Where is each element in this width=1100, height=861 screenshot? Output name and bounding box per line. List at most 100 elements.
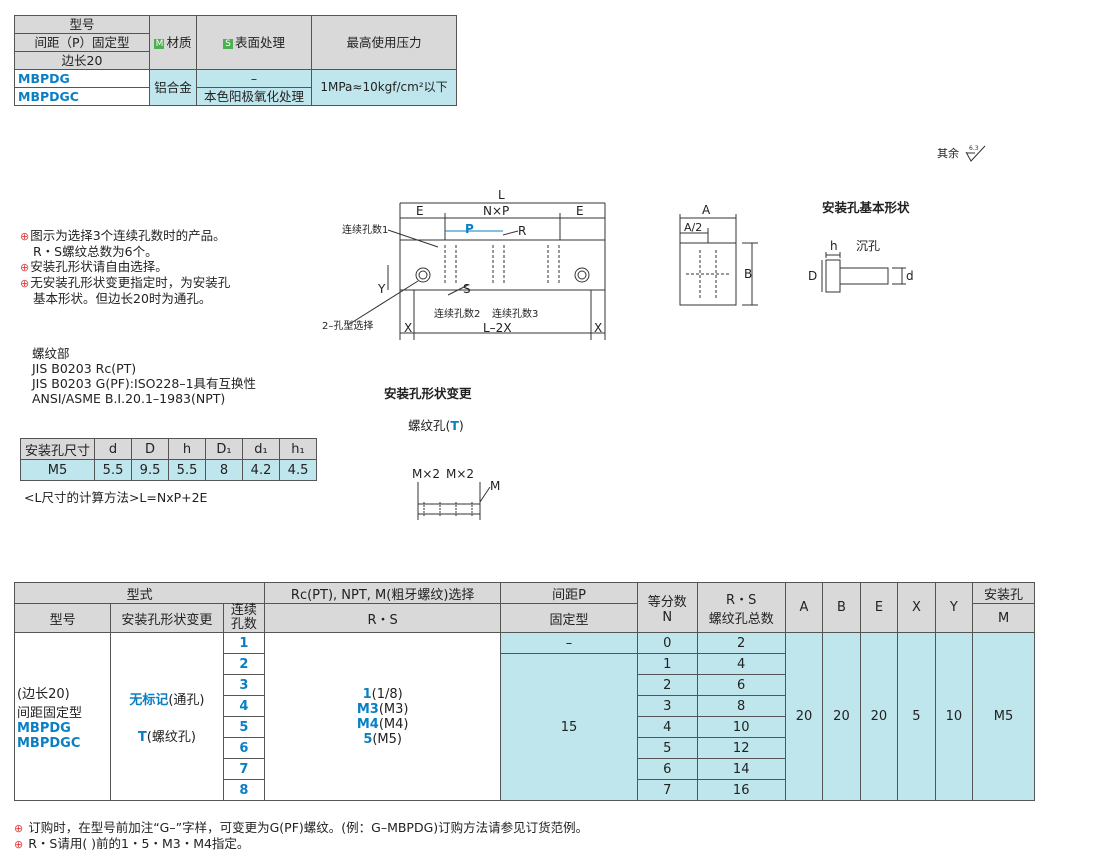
rs-text: (M5) bbox=[372, 731, 402, 747]
surface-roughness: 其余 6.3 bbox=[937, 144, 989, 164]
header-side20: 边长20 bbox=[14, 51, 150, 70]
pitch-cell: – bbox=[500, 632, 638, 654]
note-line: ⊕安装孔形状请自由选择。 bbox=[20, 259, 230, 275]
model-code: MBPDGC bbox=[14, 87, 150, 106]
thread-info: 螺纹部 JIS B0203 Rc(PT) JIS B0203 G(PF):ISO… bbox=[32, 346, 256, 406]
header-rs-label: R・S bbox=[726, 592, 757, 608]
footnote-line: ⊕ R・S请用( )前的1・5・M3・M4指定。 bbox=[14, 836, 588, 852]
footnote-text: 订购时，在型号前加注“G–”字样，可变更为G(PF)螺纹。(例：G–MBPDG)… bbox=[28, 820, 589, 835]
header-material-label: 材质 bbox=[166, 35, 192, 50]
n-cell: 2 bbox=[636, 674, 698, 696]
dim-L: L bbox=[498, 188, 505, 202]
n-cell: 6 bbox=[636, 758, 698, 780]
rs-option: M3(M3) bbox=[267, 702, 498, 717]
footnote-bullet-icon: ⊕ bbox=[14, 822, 24, 835]
front-view-drawing: L E N×P E P R 连续孔数1 Y S 连续孔数2 连续孔数3 2–孔型… bbox=[322, 188, 606, 340]
change-opt2-code: T bbox=[137, 729, 147, 745]
surface-mark-icon: S bbox=[222, 38, 233, 49]
mount-header: D₁ bbox=[205, 438, 244, 460]
pressure-value: 1MPa≈10kgf/cm²以下 bbox=[311, 69, 457, 106]
header-type: 型式 bbox=[13, 582, 266, 604]
rs-option: M4(M4) bbox=[267, 717, 498, 732]
change-cell: 无标记(通孔) T(螺纹孔) bbox=[110, 632, 224, 801]
change-opt1-text: (通孔) bbox=[168, 692, 205, 708]
note-text: 基本形状。但边长20时为通孔。 bbox=[33, 291, 212, 306]
total-cell: 6 bbox=[696, 674, 786, 696]
n-cell: 5 bbox=[636, 737, 698, 759]
note-text: 图示为选择3个连续孔数时的产品。 bbox=[30, 228, 226, 243]
side-view-drawing: A A/2 B bbox=[679, 203, 758, 306]
note-bullet-icon: ⊕ bbox=[20, 277, 30, 290]
n-cell: 4 bbox=[636, 716, 698, 738]
cont-cell: 8 bbox=[222, 779, 266, 801]
rs-option: 5(M5) bbox=[267, 732, 498, 747]
pitch-cell: 15 bbox=[500, 653, 638, 801]
thread-line: JIS B0203 G(PF):ISO228–1具有互换性 bbox=[32, 376, 257, 391]
thread-hole-label: 螺纹孔(T) bbox=[408, 415, 464, 434]
header-E: E bbox=[859, 582, 899, 633]
a-cell: 20 bbox=[784, 632, 824, 801]
rs-code: 1 bbox=[362, 686, 372, 702]
change-opt2: T(螺纹孔) bbox=[113, 726, 220, 745]
footnote-line: ⊕ 订购时，在型号前加注“G–”字样，可变更为G(PF)螺纹。(例：G–MBPD… bbox=[14, 820, 588, 836]
dim-M: M bbox=[490, 479, 500, 493]
note-bullet-icon: ⊕ bbox=[20, 261, 30, 274]
n-cell: 7 bbox=[636, 779, 698, 801]
dim-d: d bbox=[906, 269, 914, 283]
header-Y: Y bbox=[934, 582, 974, 633]
header-M: M bbox=[972, 603, 1035, 633]
mount-header: d₁ bbox=[242, 438, 281, 460]
rs-code: 5 bbox=[363, 731, 373, 747]
header-model: 型号 bbox=[13, 603, 112, 633]
thread-line: ANSI/ASME B.I.20.1–1983(NPT) bbox=[32, 391, 226, 406]
roughness-icon: 6.3 bbox=[965, 145, 985, 162]
rs-code: M4 bbox=[356, 716, 379, 732]
footnotes: ⊕ 订购时，在型号前加注“G–”字样，可变更为G(PF)螺纹。(例：G–MBPD… bbox=[14, 820, 588, 852]
rs-text: (M4) bbox=[378, 716, 409, 732]
formula-text: <L尺寸的计算方法>L=NxP+2E bbox=[24, 490, 208, 505]
b-cell: 20 bbox=[822, 632, 861, 801]
header-rc: Rc(PT), NPT, M(粗牙螺纹)选择 bbox=[264, 582, 502, 604]
header-B: B bbox=[822, 582, 861, 633]
cont-cell: 2 bbox=[222, 653, 266, 675]
dim-h: h bbox=[830, 239, 838, 253]
label-cont3: 连续孔数3 bbox=[492, 307, 538, 320]
model-cell: (边长20) 间距固定型 MBPDG MBPDGC bbox=[13, 632, 112, 801]
thread-line: JIS B0203 Rc(PT) bbox=[32, 361, 137, 376]
change-opt1: 无标记(通孔) bbox=[113, 689, 220, 708]
model-code: MBPDGC bbox=[17, 735, 81, 751]
dim-E: E bbox=[416, 204, 424, 218]
dim-E: E bbox=[576, 204, 584, 218]
header-div-label: 等分数 bbox=[647, 594, 687, 610]
label-R: R bbox=[518, 224, 526, 238]
header-rs2: R・S bbox=[264, 603, 502, 633]
cont-cell: 7 bbox=[222, 758, 266, 780]
label-hole-select: 2–孔型选择 bbox=[322, 319, 373, 332]
note-text: 无安装孔形状变更指定时，为安装孔 bbox=[30, 275, 231, 290]
y-cell: 10 bbox=[934, 632, 974, 801]
total-cell: 4 bbox=[696, 653, 786, 675]
dim-Y: Y bbox=[377, 282, 386, 296]
cont-cell: 3 bbox=[222, 674, 266, 696]
model-code: MBPDG bbox=[14, 69, 150, 88]
mount-size-table: 安装孔尺寸 d D h D₁ d₁ h₁ M5 5.5 9.5 5.5 8 4.… bbox=[19, 438, 318, 481]
mount-header: D bbox=[131, 438, 170, 460]
note-text: 安装孔形状请自由选择。 bbox=[30, 259, 168, 274]
counterbore-drawing: h 沉孔 D d bbox=[808, 239, 914, 293]
roughness-label: 其余 bbox=[937, 147, 959, 160]
rs-code: M3 bbox=[356, 701, 379, 717]
mount-header: h₁ bbox=[279, 438, 318, 460]
mount-header: 安装孔尺寸 bbox=[19, 438, 96, 460]
surface-value: 本色阳极氧化处理 bbox=[196, 87, 312, 106]
material-mark-icon: M bbox=[154, 38, 165, 49]
x-cell: 5 bbox=[897, 632, 936, 801]
mount-cell: M5 bbox=[19, 459, 96, 481]
note-line: ⊕无安装孔形状变更指定时，为安装孔 bbox=[20, 275, 230, 291]
header-A: A bbox=[784, 582, 824, 633]
mount-cell: 5.5 bbox=[94, 459, 133, 481]
note-bullet-icon: ⊕ bbox=[20, 230, 30, 243]
model-line: (边长20) bbox=[17, 686, 70, 702]
header-N: N bbox=[662, 609, 673, 625]
